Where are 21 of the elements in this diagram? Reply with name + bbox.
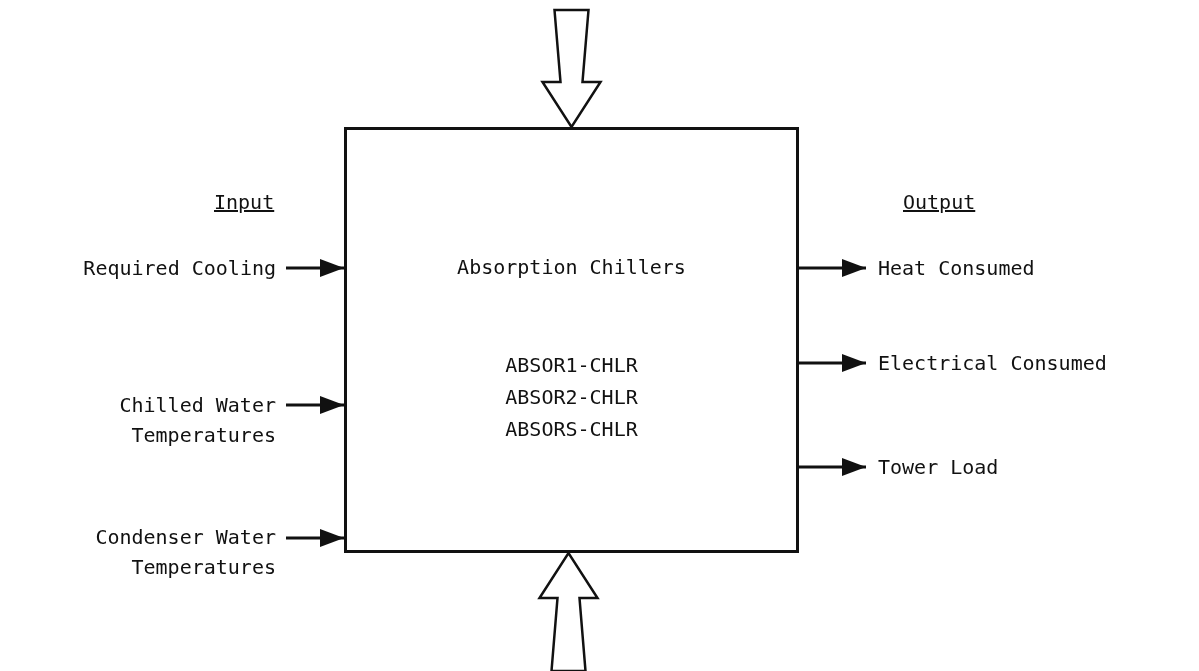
arrow [286,259,344,277]
box-title: Absorption Chillers [457,255,686,279]
output-label: Electrical Consumed [878,348,1188,378]
program-name: ABSOR1-CHLR [505,352,638,379]
column-heading: Input [214,190,275,214]
program-name: ABSOR2-CHLR [505,384,638,411]
arrow [799,354,866,372]
block-arrow [540,8,603,130]
input-label: Condenser Water Temperatures [40,522,276,582]
process-box [344,127,799,553]
arrow [799,458,866,476]
output-label: Heat Consumed [878,253,1178,283]
program-name: ABSORS-CHLR [505,416,638,443]
input-label: Required Cooling [40,253,276,283]
input-label: Chilled Water Temperatures [40,390,276,450]
arrow [286,529,344,547]
arrow [286,396,344,414]
column-heading: Output [903,190,976,214]
output-label: Tower Load [878,452,1178,482]
block-arrow [537,550,600,671]
arrow [799,259,866,277]
